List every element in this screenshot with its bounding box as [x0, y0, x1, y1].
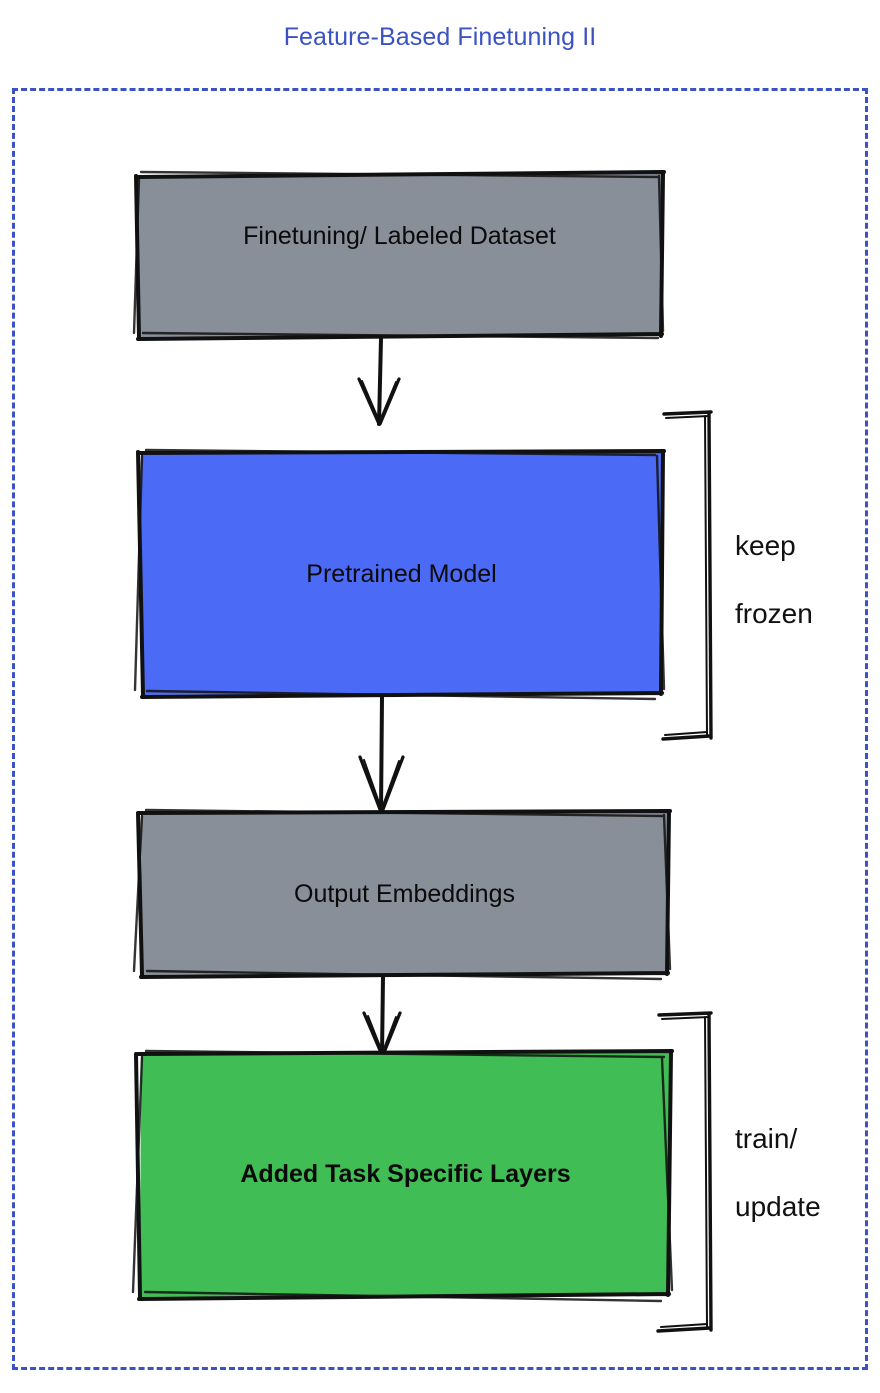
annotation-keep-frozen-line2: frozen: [735, 598, 813, 630]
annotation-keep-frozen-line1: keep: [735, 530, 796, 562]
node-dataset-label: Finetuning/ Labeled Dataset: [243, 222, 556, 250]
diagram-outer-frame: [12, 88, 868, 1370]
page-title: Feature-Based Finetuning II: [283, 23, 597, 51]
annotation-keep-frozen: keep frozen: [735, 495, 813, 666]
annotation-train-update-line1: train/: [735, 1123, 798, 1155]
node-pretrained-label: Pretrained Model: [306, 560, 497, 588]
annotation-train-update-line2: update: [735, 1191, 821, 1223]
annotation-train-update: train/ update: [735, 1088, 821, 1259]
node-embeddings-label: Output Embeddings: [294, 880, 515, 908]
node-tasklayers-label: Added Task Specific Layers: [240, 1160, 571, 1188]
